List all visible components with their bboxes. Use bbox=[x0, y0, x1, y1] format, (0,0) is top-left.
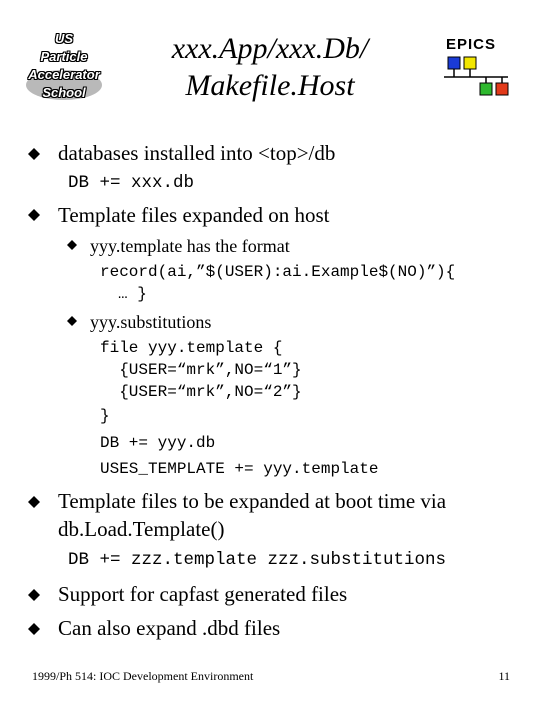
code-substitutions-line-2: {USER=“mrk”,NO=“1”} bbox=[100, 361, 302, 379]
sub-bullet-template-format: yyy.template has the format bbox=[90, 236, 290, 256]
logo-line-particle: Particle bbox=[40, 49, 88, 64]
diamond-sub-bullet-icon bbox=[67, 316, 77, 326]
diamond-bullet-icon bbox=[28, 148, 40, 160]
bullet-dbd-files: Can also expand .dbd files bbox=[58, 616, 281, 640]
bullet-template-files: Template files expanded on host bbox=[58, 203, 330, 227]
footer-course-label: 1999/Ph 514: IOC Development Environment bbox=[32, 669, 254, 683]
particle-school-logo: US Particle Accelerator School bbox=[22, 14, 106, 106]
diamond-bullet-icon bbox=[28, 209, 40, 221]
sub-bullet-substitutions: yyy.substitutions bbox=[90, 312, 212, 332]
title-line-1: xxx.App/xxx.Db/ bbox=[171, 32, 369, 65]
code-record-line: record(ai,”$(USER):ai.Example$(NO)”){ bbox=[100, 263, 456, 281]
bullet-capfast: Support for capfast generated files bbox=[58, 582, 348, 606]
title-line-2: Makefile.Host bbox=[185, 69, 355, 102]
bullet-boot-templates-line-2: db.Load.Template() bbox=[58, 517, 225, 541]
logo-line-school: School bbox=[42, 85, 86, 100]
code-substitutions-line-1: file yyy.template { bbox=[100, 339, 283, 357]
diamond-bullet-icon bbox=[28, 623, 40, 635]
bullet-boot-templates-line-1: Template files to be expanded at boot ti… bbox=[58, 489, 447, 513]
bullet-databases: databases installed into <top>/db bbox=[58, 141, 336, 165]
logo-oval bbox=[26, 70, 102, 100]
page-number: 11 bbox=[498, 669, 510, 683]
code-record-end: … } bbox=[118, 285, 147, 303]
code-db-zzz: DB += zzz.template zzz.substitutions bbox=[68, 550, 447, 570]
diamond-bullet-icon bbox=[28, 496, 40, 508]
diamond-bullet-icon bbox=[28, 589, 40, 601]
logo-line-accelerator: Accelerator bbox=[28, 67, 100, 82]
code-substitutions-line-6: USES_TEMPLATE += yyy.template bbox=[100, 460, 379, 478]
code-db-xxx: DB += xxx.db bbox=[68, 173, 195, 193]
code-substitutions-line-3: {USER=“mrk”,NO=“2”} bbox=[100, 383, 302, 401]
diamond-sub-bullet-icon bbox=[67, 240, 77, 250]
code-substitutions-line-4: } bbox=[100, 407, 110, 425]
epics-logo-icon bbox=[444, 56, 509, 96]
page-title: xxx.App/xxx.Db/ Makefile.Host bbox=[150, 30, 390, 104]
epics-logo-text: EPICS bbox=[446, 36, 497, 53]
logo-line-us: US bbox=[54, 31, 74, 46]
code-substitutions-line-5: DB += yyy.db bbox=[100, 434, 216, 452]
